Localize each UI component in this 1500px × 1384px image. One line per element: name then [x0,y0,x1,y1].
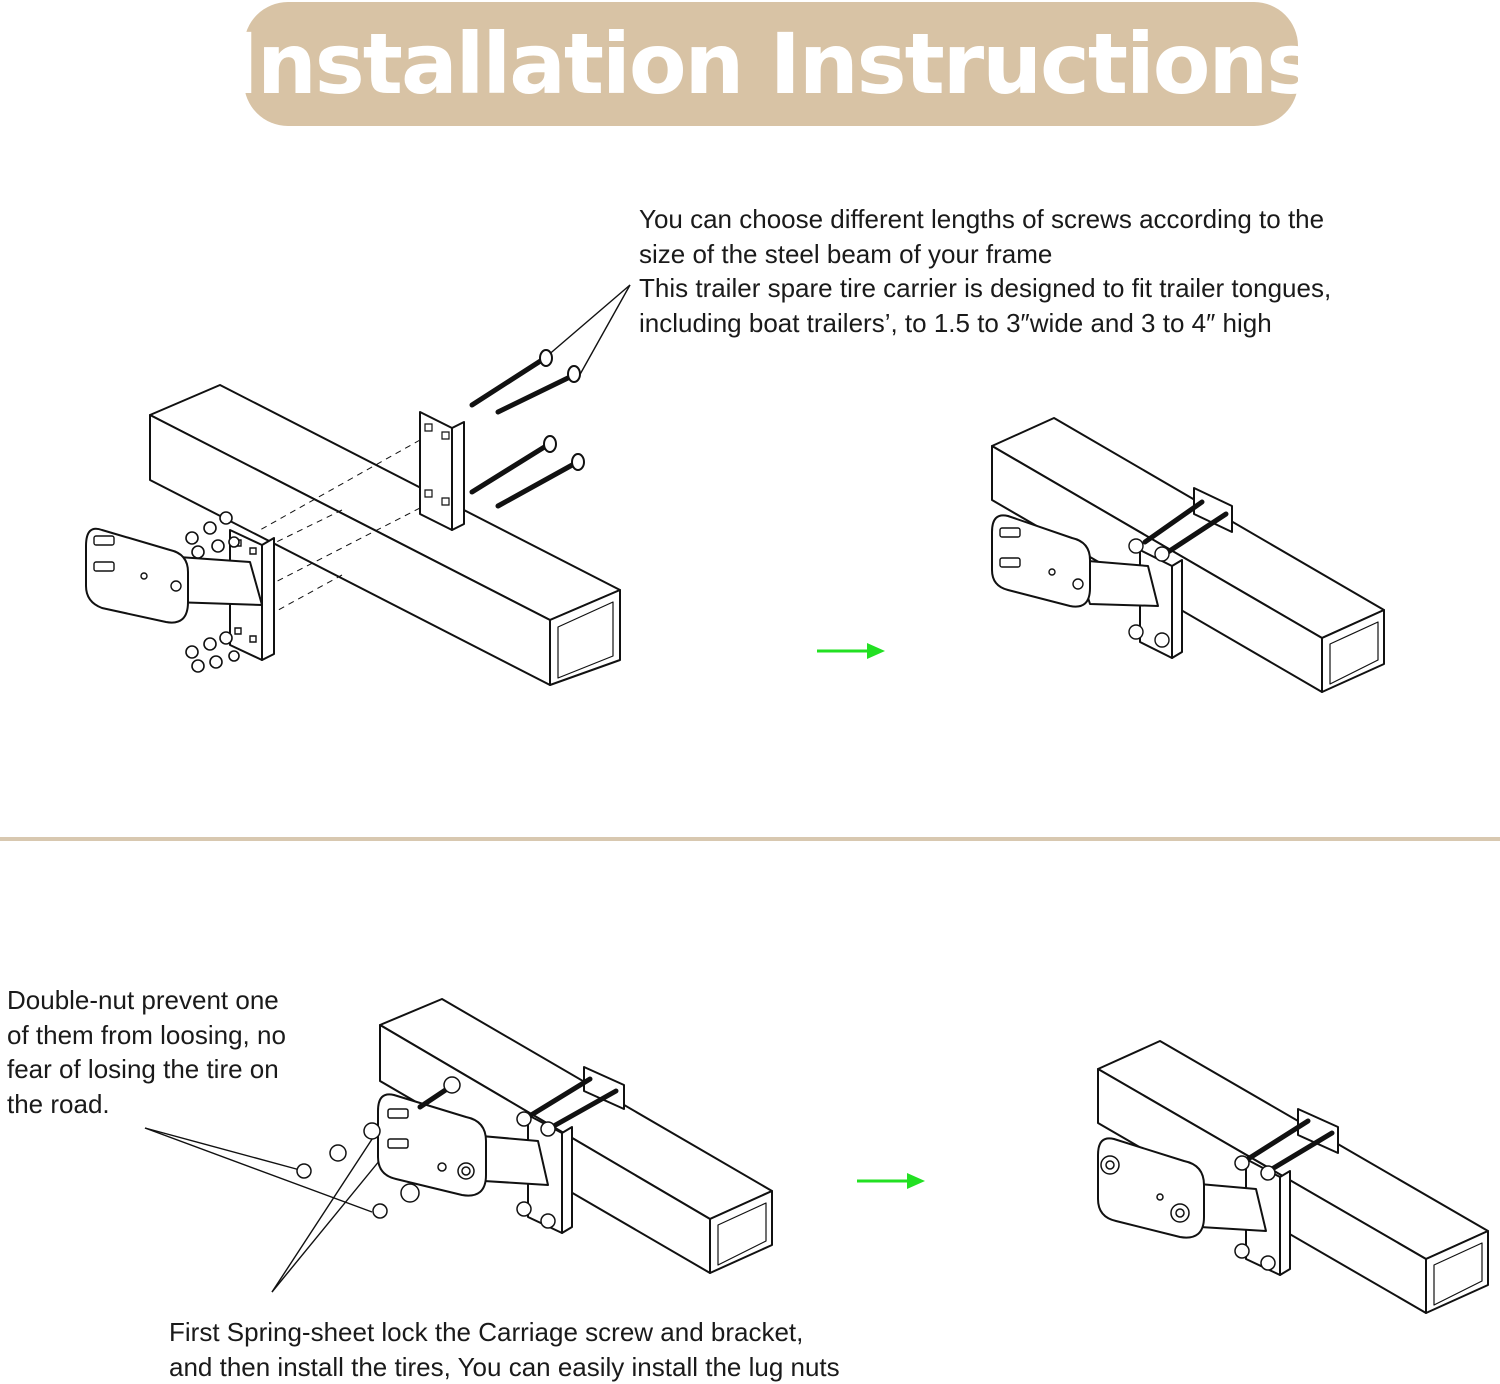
spring-sheet-note-line: and then install the tires, You can easi… [169,1351,840,1382]
double-nut-note-line: the road. [7,1088,110,1119]
section-divider [0,837,1500,841]
screws-note: You can choose different lengths of scre… [639,202,1331,340]
double-nut-note-line: fear of losing the tire on [7,1054,279,1084]
right-arrow-icon [815,643,885,659]
spring-sheet-note-line: First Spring-sheet lock the Carriage scr… [169,1317,804,1347]
right-arrow-icon [855,1173,925,1189]
screws-note-line: This trailer spare tire carrier is desig… [639,273,1332,303]
title-banner: Installation Instructions [228,2,1316,126]
lug-nut-exploded-diagram [290,995,780,1285]
exploded-assembly-diagram [80,340,580,700]
page-title: Installation Instructions [227,15,1317,113]
lug-nut-assembled-diagram [1080,1035,1500,1320]
assembled-mount-diagram [980,410,1400,700]
double-nut-note-line: Double-nut prevent one [7,985,279,1015]
double-nut-note-line: of them from loosing, no [7,1019,286,1050]
screws-note-line: size of the steel beam of your frame [639,238,1053,269]
screws-note-line: You can choose different lengths of scre… [639,204,1325,234]
screws-note-line: including boat trailers’, to 1.5 to 3″wi… [639,307,1272,338]
spring-sheet-note: First Spring-sheet lock the Carriage scr… [169,1315,840,1384]
double-nut-note: Double-nut prevent one of them from loos… [7,983,286,1121]
